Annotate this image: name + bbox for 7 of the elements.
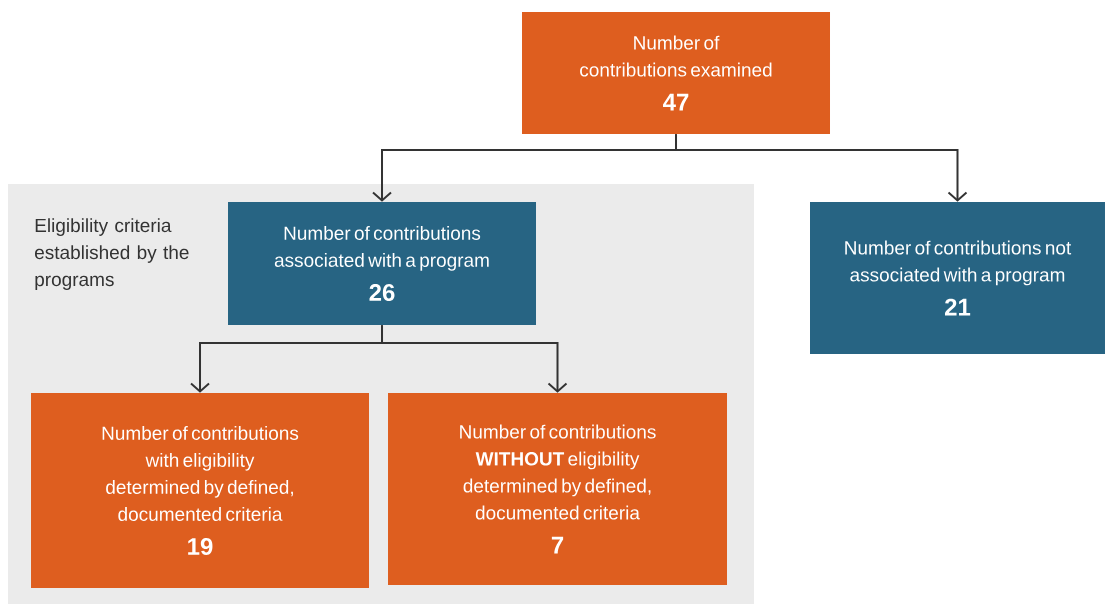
arrow (381, 324, 568, 393)
process-box: Number of contributions WITHOUT eligibility determined by defined, documented criteria 7 (388, 393, 727, 585)
process-box: Number of contributions examined 47 (522, 12, 830, 134)
process-box: Number of contributions not associated with a program 21 (810, 202, 1105, 354)
arrow (675, 133, 968, 202)
process-box: Number of contributions associated with a program 26 (228, 202, 536, 325)
process-box: Number of contributions with eligibility determined by defined, documented criteria 19 (31, 393, 369, 588)
